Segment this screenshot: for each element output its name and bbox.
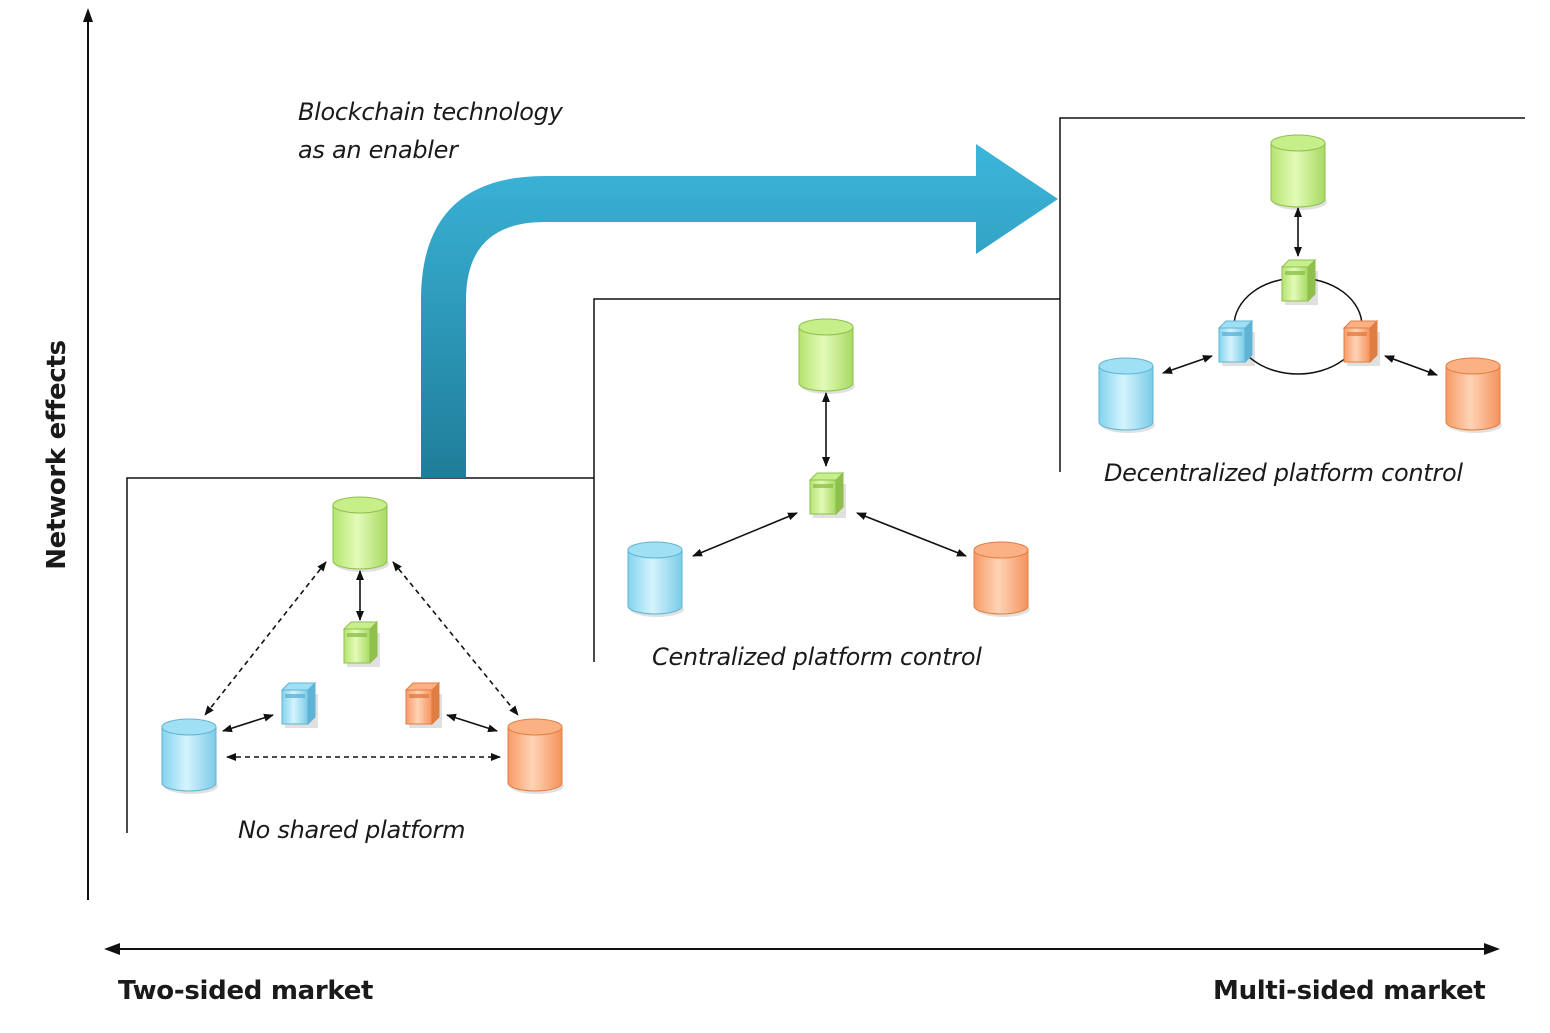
blue-database-icon (627, 541, 684, 617)
x-axis-right-label: Multi-sided market (1213, 976, 1486, 1006)
arrow-orange-db-central-server (856, 512, 967, 557)
enabler-label-line2: as an enabler (298, 136, 458, 164)
blue-node-server-icon (1217, 319, 1255, 366)
y-axis-label: Network effects (42, 340, 72, 570)
orange-server-icon (404, 681, 442, 728)
orange-node-server-icon (1342, 319, 1380, 366)
orange-database-icon (973, 541, 1030, 617)
blue-database-icon (161, 718, 218, 794)
caption-decentralized: Decentralized platform control (1104, 459, 1463, 487)
central-server-icon (808, 471, 846, 518)
dashed-arrow-green-blue (204, 561, 327, 716)
y-axis (83, 8, 93, 900)
x-axis (104, 943, 1500, 955)
panel-centralized (627, 318, 1030, 617)
arrow-orange-db-node (1384, 355, 1438, 376)
arrow-blue-db-server (222, 713, 274, 733)
dashed-arrow-green-orange (392, 561, 519, 716)
blue-database-icon (1098, 357, 1155, 433)
orange-database-icon (507, 718, 564, 794)
arrow-blue-db-node (1162, 355, 1213, 374)
orange-database-icon (1445, 357, 1502, 433)
caption-no-shared-platform: No shared platform (238, 816, 466, 844)
green-database-icon (1270, 134, 1327, 210)
arrow-blue-db-central-server (692, 512, 798, 557)
enabler-arrow (421, 144, 1058, 478)
enabler-label-line1: Blockchain technology (298, 98, 563, 126)
caption-centralized: Centralized platform control (652, 643, 982, 671)
green-database-icon (798, 318, 855, 394)
green-server-icon (342, 620, 380, 667)
blue-server-icon (280, 681, 318, 728)
panel-decentralized (1098, 134, 1502, 433)
green-node-server-icon (1280, 258, 1318, 305)
x-axis-left-label: Two-sided market (118, 976, 374, 1006)
green-database-icon (332, 496, 389, 572)
panel-no-shared-platform (161, 496, 564, 794)
arrow-orange-db-server (446, 713, 498, 733)
